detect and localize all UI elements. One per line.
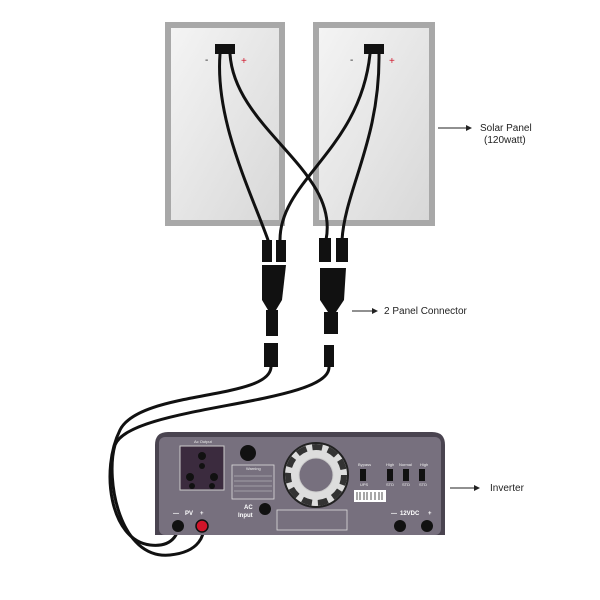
- switch-2[interactable]: [387, 469, 393, 481]
- arrow-icon: [372, 308, 378, 314]
- rating-plate: [276, 509, 348, 531]
- cooling-fan: [283, 442, 349, 508]
- switch-top-label: Normal: [399, 462, 412, 467]
- solar-panel-left: - +: [165, 22, 285, 226]
- ac-output-label: Ac Output: [194, 439, 213, 444]
- switch-top-label: High: [386, 462, 394, 467]
- arrow-icon: [474, 485, 480, 491]
- ups-switch[interactable]: [360, 469, 366, 481]
- dc-positive-terminal[interactable]: [421, 520, 433, 532]
- inverter-callout: Inverter: [450, 483, 525, 494]
- pv-positive-label: +: [200, 511, 204, 517]
- mode-switches: Bypass UPS High STD Normal STD High STD: [358, 462, 428, 487]
- switch-top-label: Bypass: [358, 462, 371, 467]
- warning-title: Warning: [246, 466, 261, 471]
- junction-box: [364, 44, 384, 54]
- inverter-cables: [108, 365, 331, 557]
- ac-input-port[interactable]: [259, 503, 271, 515]
- ac-input-label: AC: [244, 505, 253, 511]
- negative-label: -: [205, 55, 208, 66]
- dc-negative-terminal[interactable]: [394, 520, 406, 532]
- arrow-icon: [466, 125, 472, 131]
- panel-cables: [218, 52, 381, 242]
- pv-positive-terminal[interactable]: [195, 519, 209, 533]
- switch-label: STD: [386, 482, 394, 487]
- junction-box: [215, 44, 235, 54]
- inverter-label: Inverter: [490, 483, 525, 494]
- dc-positive-label: +: [428, 511, 432, 517]
- pv-negative-terminal[interactable]: [172, 520, 184, 532]
- solar-panel-right: - +: [313, 22, 435, 226]
- dc-negative-label: —: [391, 511, 397, 517]
- switch-label: UPS: [360, 482, 369, 487]
- positive-label: +: [389, 56, 395, 67]
- inverter: Ac Output Warning Bypass UPS High STD No…: [155, 432, 445, 535]
- positive-label: +: [241, 56, 247, 67]
- negative-label: -: [350, 55, 353, 66]
- warning-label-box: [231, 464, 275, 500]
- solar-panel-callout: Solar Panel (120watt): [438, 123, 532, 146]
- solar-panel-label: Solar Panel: [480, 123, 532, 134]
- two-panel-connector-positive: [319, 238, 348, 367]
- output-reset-button[interactable]: [240, 445, 256, 461]
- ac-input-label-2: Input: [238, 513, 253, 519]
- pv-negative-label: —: [173, 511, 179, 517]
- switch-top-label: High: [420, 462, 428, 467]
- pv-label: PV: [185, 511, 193, 517]
- switch-label: STD: [402, 482, 410, 487]
- two-panel-connector-negative: [262, 240, 286, 367]
- switch-label: STD: [419, 482, 427, 487]
- connector-callout: 2 Panel Connector: [352, 306, 468, 317]
- solar-panel-rating: (120watt): [484, 135, 526, 146]
- dc-label: 12VDC: [400, 511, 420, 517]
- barcode: [354, 490, 386, 502]
- connector-label: 2 Panel Connector: [384, 306, 468, 317]
- switch-3[interactable]: [403, 469, 409, 481]
- switch-4[interactable]: [419, 469, 425, 481]
